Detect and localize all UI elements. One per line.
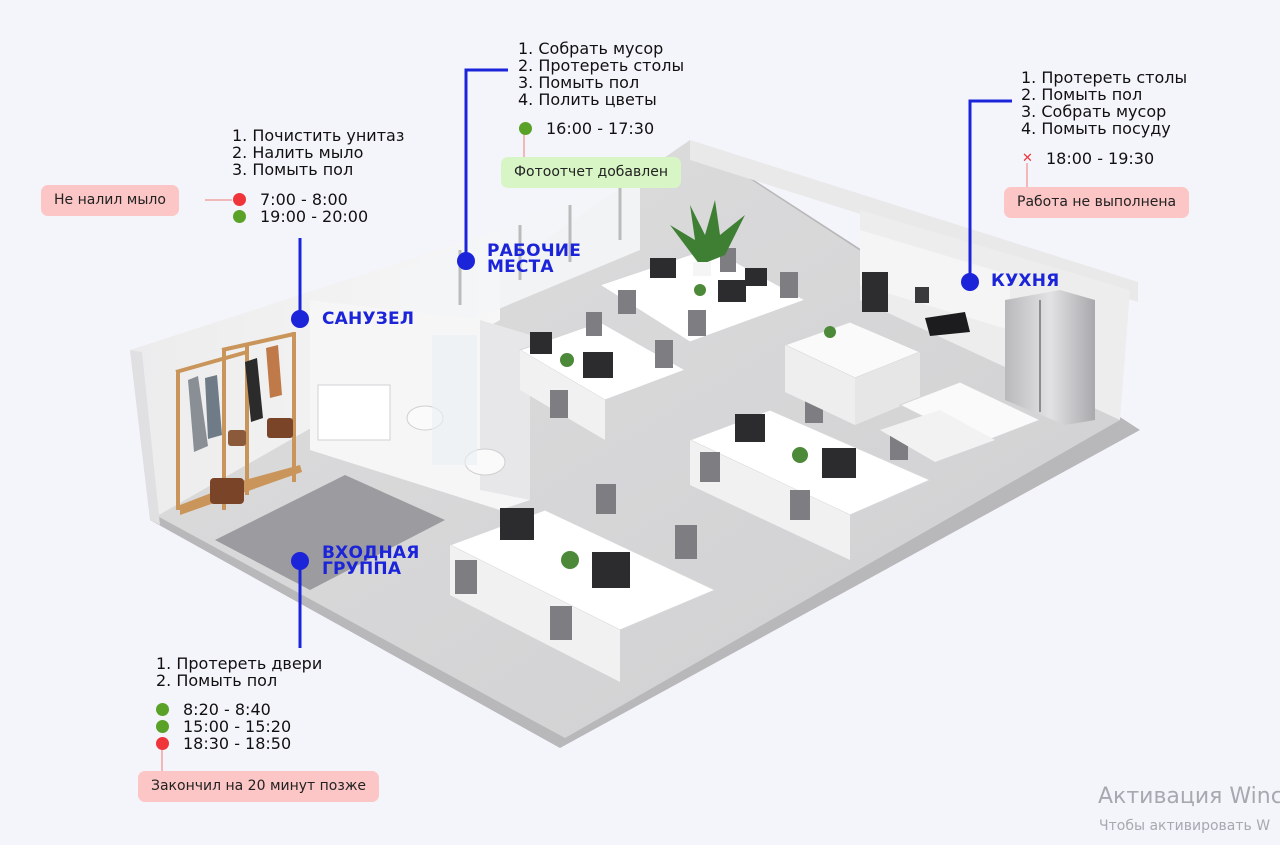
desk-cluster-front [448, 484, 717, 682]
slot-time: 15:00 - 15:20 [183, 717, 292, 736]
kitchen-note-badge: Работа не выполнена [1004, 187, 1190, 218]
task-item: 2. Помыть пол [1021, 85, 1143, 104]
workplaces-anchor [457, 252, 475, 270]
workplaces-task-list: 1. Собрать мусор 2. Протереть столы 3. П… [518, 40, 684, 108]
sanuzel-anchor [291, 310, 309, 328]
entrance-schedule: 8:20 - 8:40 15:00 - 15:20 18:30 - 18:50 [156, 701, 291, 752]
task-item: 2. Налить мыло [232, 143, 364, 162]
schedule-slot: 8:20 - 8:40 [156, 701, 291, 718]
schedule-slot: 15:00 - 15:20 [156, 718, 291, 735]
task-item: 1. Протереть столы [1021, 68, 1188, 87]
activation-watermark-subtitle: Чтобы активировать W [1099, 818, 1271, 834]
kitchen-area [783, 230, 1095, 462]
entrance-task-list: 1. Протереть двери 2. Помыть пол [156, 655, 322, 689]
desk-cluster-back [598, 247, 807, 343]
status-ok-icon [233, 210, 246, 223]
workplaces-connector [464, 68, 508, 261]
kitchen-task-list: 1. Протереть столы 2. Помыть пол 3. Собр… [1021, 69, 1187, 137]
plant [670, 200, 745, 276]
status-failed-icon [233, 193, 246, 206]
entrance-note-badge: Закончил на 20 минут позже [138, 771, 380, 802]
sanuzel-task-list: 1. Почистить унитаз 2. Налить мыло 3. По… [232, 127, 404, 178]
task-item: 1. Собрать мусор [518, 39, 664, 58]
status-failed-icon [156, 737, 169, 750]
kitchen-anchor [961, 273, 979, 291]
task-item: 3. Помыть пол [232, 160, 354, 179]
workplaces-zone-label: РАБОЧИЕ МЕСТА [487, 241, 582, 277]
status-ok-icon [156, 703, 169, 716]
workplaces-schedule: 16:00 - 17:30 [519, 120, 654, 137]
slot-time: 19:00 - 20:00 [260, 207, 369, 226]
schedule-slot: 16:00 - 17:30 [519, 120, 654, 137]
task-item: 1. Протереть двери [156, 654, 323, 673]
task-item: 4. Помыть посуду [1021, 119, 1171, 138]
activation-watermark-title: Активация Winc [1098, 784, 1280, 809]
schedule-slot: 19:00 - 20:00 [233, 208, 368, 225]
status-ok-icon [519, 122, 532, 135]
sanuzel-zone-label: САНУЗЕЛ [322, 309, 415, 329]
task-item: 1. Почистить унитаз [232, 126, 405, 145]
desk-cluster-middle [518, 312, 687, 440]
task-item: 2. Помыть пол [156, 671, 278, 690]
kitchen-zone-label: КУХНЯ [991, 271, 1060, 291]
sanuzel-note-badge: Не налил мыло [41, 185, 179, 216]
schedule-slot: 18:30 - 18:50 [156, 735, 291, 752]
workplaces-note-badge: Фотоотчет добавлен [501, 157, 681, 188]
task-item: 3. Помыть пол [518, 73, 640, 92]
task-item: 3. Собрать мусор [1021, 102, 1167, 121]
task-item: 4. Полить цветы [518, 90, 657, 109]
entry-mat [215, 475, 445, 590]
task-item: 2. Протереть столы [518, 56, 685, 75]
kitchen-schedule: ✕ 18:00 - 19:30 [1021, 150, 1154, 167]
slot-time: 18:00 - 19:30 [1046, 149, 1155, 168]
restroom-block [310, 300, 530, 510]
kitchen-connector [968, 99, 1012, 282]
slot-time: 8:20 - 8:40 [183, 700, 271, 719]
slot-time: 16:00 - 17:30 [546, 119, 655, 138]
entrance-anchor [291, 552, 309, 570]
schedule-slot: 7:00 - 8:00 [233, 191, 368, 208]
entrance-zone-label: ВХОДНАЯ ГРУППА [322, 543, 420, 579]
desk-cluster-right [688, 395, 932, 560]
status-cross-icon: ✕ [1022, 151, 1033, 166]
status-ok-icon [156, 720, 169, 733]
coat-rack [175, 332, 302, 515]
schedule-slot: ✕ 18:00 - 19:30 [1021, 150, 1154, 167]
slot-time: 18:30 - 18:50 [183, 734, 292, 753]
slot-time: 7:00 - 8:00 [260, 190, 348, 209]
sanuzel-schedule: 7:00 - 8:00 19:00 - 20:00 [233, 191, 368, 225]
